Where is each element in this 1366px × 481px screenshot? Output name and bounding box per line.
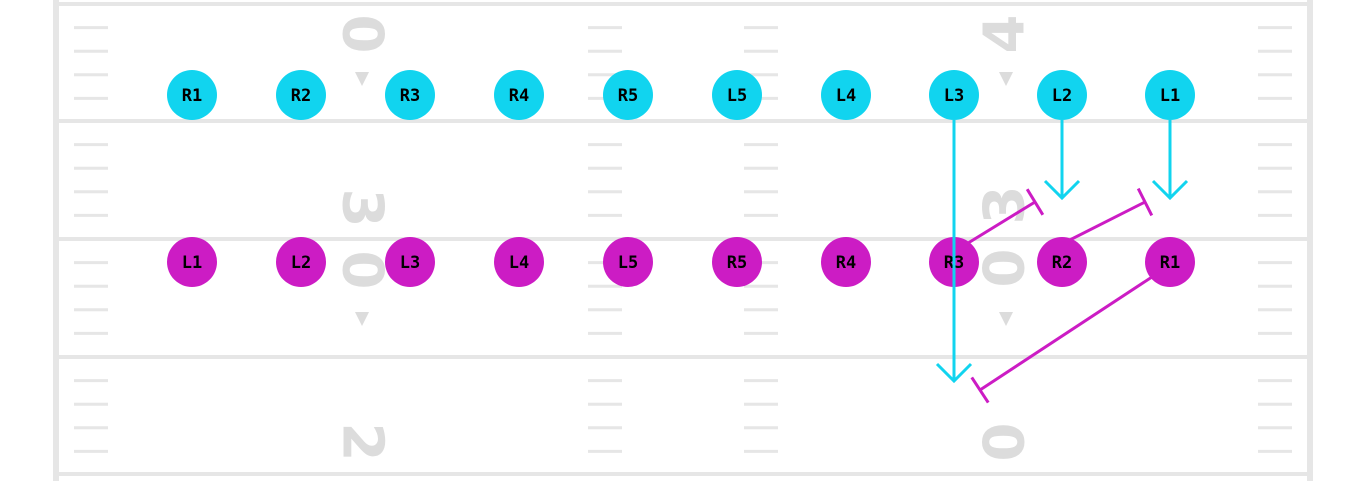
receiving-player-r3: R3 (385, 70, 435, 120)
yard-number: 3 (973, 186, 1038, 225)
player-label: L3 (944, 86, 964, 106)
route-arrowhead (935, 362, 973, 384)
kicking-player-l5: L5 (603, 237, 653, 287)
kicking-player-r2: R2 (1037, 237, 1087, 287)
player-marker (167, 70, 217, 120)
receiving-player-l2: L2 (1037, 70, 1087, 120)
player-label: L5 (727, 86, 747, 106)
player-label: R5 (727, 253, 747, 273)
player-marker (712, 70, 762, 120)
yard-number: 3 (330, 189, 395, 228)
block-line (959, 200, 1036, 250)
player-marker (603, 237, 653, 287)
direction-triangle (355, 72, 369, 86)
receiving-player-l3: L3 (929, 70, 979, 120)
player-marker (385, 70, 435, 120)
player-label: L2 (1052, 86, 1072, 106)
player-label: R1 (1160, 253, 1180, 273)
player-label: R1 (182, 86, 202, 106)
yard-number: 0 (330, 15, 395, 54)
player-label: L4 (836, 86, 856, 106)
kicking-player-l2: L2 (276, 237, 326, 287)
kicking-player-l3: L3 (385, 237, 435, 287)
player-marker (821, 70, 871, 120)
receiving-player-r4: R4 (494, 70, 544, 120)
direction-triangle (999, 72, 1013, 86)
receiving-player-r1: R1 (167, 70, 217, 120)
kicking-player-r4: R4 (821, 237, 871, 287)
receiving-player-l5: L5 (712, 70, 762, 120)
player-marker (385, 237, 435, 287)
player-marker (712, 237, 762, 287)
player-marker (494, 70, 544, 120)
player-label: L3 (400, 253, 420, 273)
kicking-player-r5: R5 (712, 237, 762, 287)
player-marker (494, 237, 544, 287)
player-label: L4 (509, 253, 529, 273)
player-marker (1037, 237, 1087, 287)
player-label: R2 (1052, 253, 1072, 273)
player-marker (1145, 237, 1195, 287)
yard-number: 0 (330, 251, 395, 290)
player-label: R4 (509, 86, 529, 106)
direction-triangle (999, 312, 1013, 326)
player-marker (929, 70, 979, 120)
kicking-player-l1: L1 (167, 237, 217, 287)
player-marker (276, 237, 326, 287)
player-marker (1145, 70, 1195, 120)
kicking-player-r1: R1 (1145, 237, 1195, 287)
yard-number: 0 (973, 249, 1038, 288)
direction-triangle (355, 312, 369, 326)
block-bar (970, 376, 990, 404)
yard-numbers: 0 3 0 2 4 3 0 0 (330, 15, 1038, 462)
block-bar (1136, 187, 1154, 217)
yard-number: 2 (330, 423, 395, 462)
receiving-player-r2: R2 (276, 70, 326, 120)
receiving-player-r5: R5 (603, 70, 653, 120)
player-label: L2 (291, 253, 311, 273)
receiving-player-l4: L4 (821, 70, 871, 120)
receiving-team: R1 R2 R3 R4 R5 L5 L4 L3 L2 L1 (167, 70, 1195, 120)
player-label: L1 (182, 253, 202, 273)
player-marker (276, 70, 326, 120)
kicking-player-l4: L4 (494, 237, 544, 287)
block-line (979, 273, 1156, 392)
receiving-player-l1: L1 (1145, 70, 1195, 120)
player-label: R5 (618, 86, 638, 106)
player-label: R3 (400, 86, 420, 106)
block-bar (1025, 188, 1045, 216)
player-marker (603, 70, 653, 120)
yard-number: 4 (973, 15, 1038, 54)
yard-number: 0 (973, 423, 1038, 462)
kicking-team: L1L2L3L4L5R5R4R3R2R1 (167, 236, 1195, 290)
player-label: R2 (291, 86, 311, 106)
player-label: R4 (836, 253, 856, 273)
player-marker (821, 237, 871, 287)
player-label: L5 (618, 253, 638, 273)
player-label: L1 (1160, 86, 1180, 106)
player-marker (167, 237, 217, 287)
route-arrowhead (1151, 179, 1189, 201)
player-marker (1037, 70, 1087, 120)
route-arrowhead (1043, 179, 1081, 201)
